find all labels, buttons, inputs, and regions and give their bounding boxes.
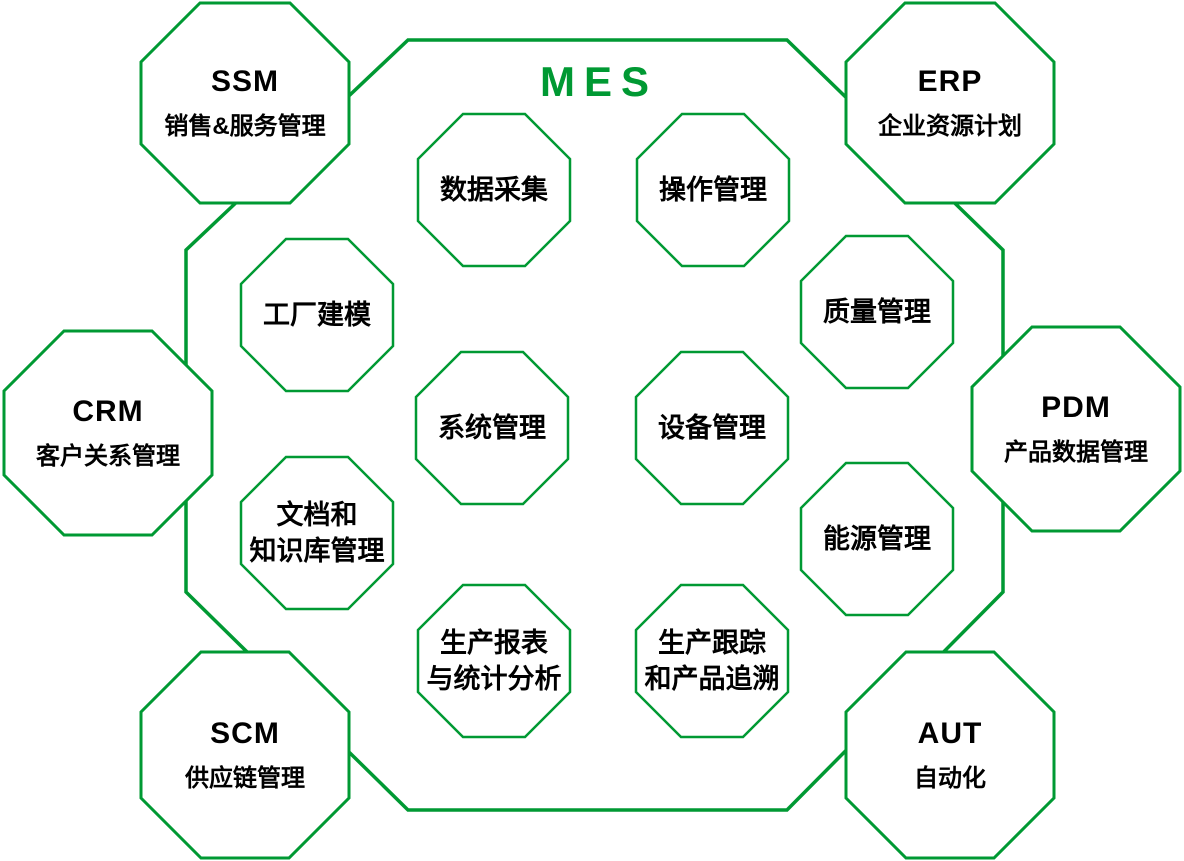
node-plant-modeling: 工厂建模 <box>241 239 393 391</box>
node-outline-energy-management <box>799 461 955 617</box>
node-outline-system-management <box>414 350 570 506</box>
node-label-system-management: 系统管理 <box>438 412 546 443</box>
node-label-quality-management: 质量管理 <box>823 296 931 327</box>
node-outline-scm <box>139 650 351 860</box>
node-crm: CRM 客户关系管理 <box>4 331 212 535</box>
node-data-collection: 数据采集 <box>418 114 570 266</box>
node-name-crm: 客户关系管理 <box>36 443 180 470</box>
node-production-reports-and-statistical-analysis: 生产报表 与统计分析 <box>418 585 570 737</box>
node-quality-management: 质量管理 <box>801 236 953 388</box>
node-document-and-knowledge-base-management: 文档和 知识库管理 <box>241 457 393 609</box>
node-label-production-reports-and-statistical-analysis: 生产报表 与统计分析 <box>426 627 562 694</box>
node-outline-pdm <box>970 325 1182 533</box>
node-operation-management: 操作管理 <box>637 114 789 266</box>
node-name-pdm: 产品数据管理 <box>1004 439 1148 466</box>
node-name-scm: 供应链管理 <box>185 765 305 792</box>
node-abbr-erp: ERP <box>917 65 983 98</box>
node-label-data-collection: 数据采集 <box>440 174 548 205</box>
node-scm: SCM 供应链管理 <box>141 652 349 858</box>
node-outline-plant-modeling <box>239 237 395 393</box>
node-outline-crm <box>2 329 214 537</box>
node-name-erp: 企业资源计划 <box>878 113 1022 140</box>
node-abbr-crm: CRM <box>72 395 144 428</box>
node-energy-management: 能源管理 <box>801 463 953 615</box>
node-outline-aut <box>844 650 1056 860</box>
diagram-title: MES <box>539 58 658 105</box>
node-system-management: 系统管理 <box>416 352 568 504</box>
node-abbr-pdm: PDM <box>1041 391 1111 424</box>
node-ssm: SSM 销售&服务管理 <box>141 3 349 203</box>
node-label-production-tracking-and-product-traceability: 生产跟踪 和产品追溯 <box>644 627 780 694</box>
node-outline-equipment-management <box>634 350 790 506</box>
node-label-document-and-knowledge-base-management: 文档和 知识库管理 <box>249 499 385 566</box>
node-equipment-management: 设备管理 <box>636 352 788 504</box>
node-name-ssm: 销售&服务管理 <box>164 113 326 140</box>
node-outline-ssm <box>139 1 351 205</box>
node-abbr-scm: SCM <box>210 717 280 750</box>
node-name-aut: 自动化 <box>914 765 986 792</box>
node-outline-operation-management <box>635 112 791 268</box>
node-label-energy-management: 能源管理 <box>823 523 931 554</box>
node-abbr-aut: AUT <box>917 717 983 750</box>
node-outline-data-collection <box>416 112 572 268</box>
node-outline-erp <box>844 1 1056 205</box>
node-label-operation-management: 操作管理 <box>659 174 767 205</box>
node-aut: AUT 自动化 <box>846 652 1054 858</box>
node-outline-production-reports-and-statistical-analysis <box>416 583 572 739</box>
node-pdm: PDM 产品数据管理 <box>972 327 1180 531</box>
node-outline-document-and-knowledge-base-management <box>239 455 395 611</box>
node-production-tracking-and-product-traceability: 生产跟踪 和产品追溯 <box>636 585 788 737</box>
node-outline-quality-management <box>799 234 955 390</box>
node-label-equipment-management: 设备管理 <box>658 412 766 443</box>
node-erp: ERP 企业资源计划 <box>846 3 1054 203</box>
node-outline-production-tracking-and-product-traceability <box>634 583 790 739</box>
node-abbr-ssm: SSM <box>210 65 279 98</box>
node-label-plant-modeling: 工厂建模 <box>263 299 371 330</box>
